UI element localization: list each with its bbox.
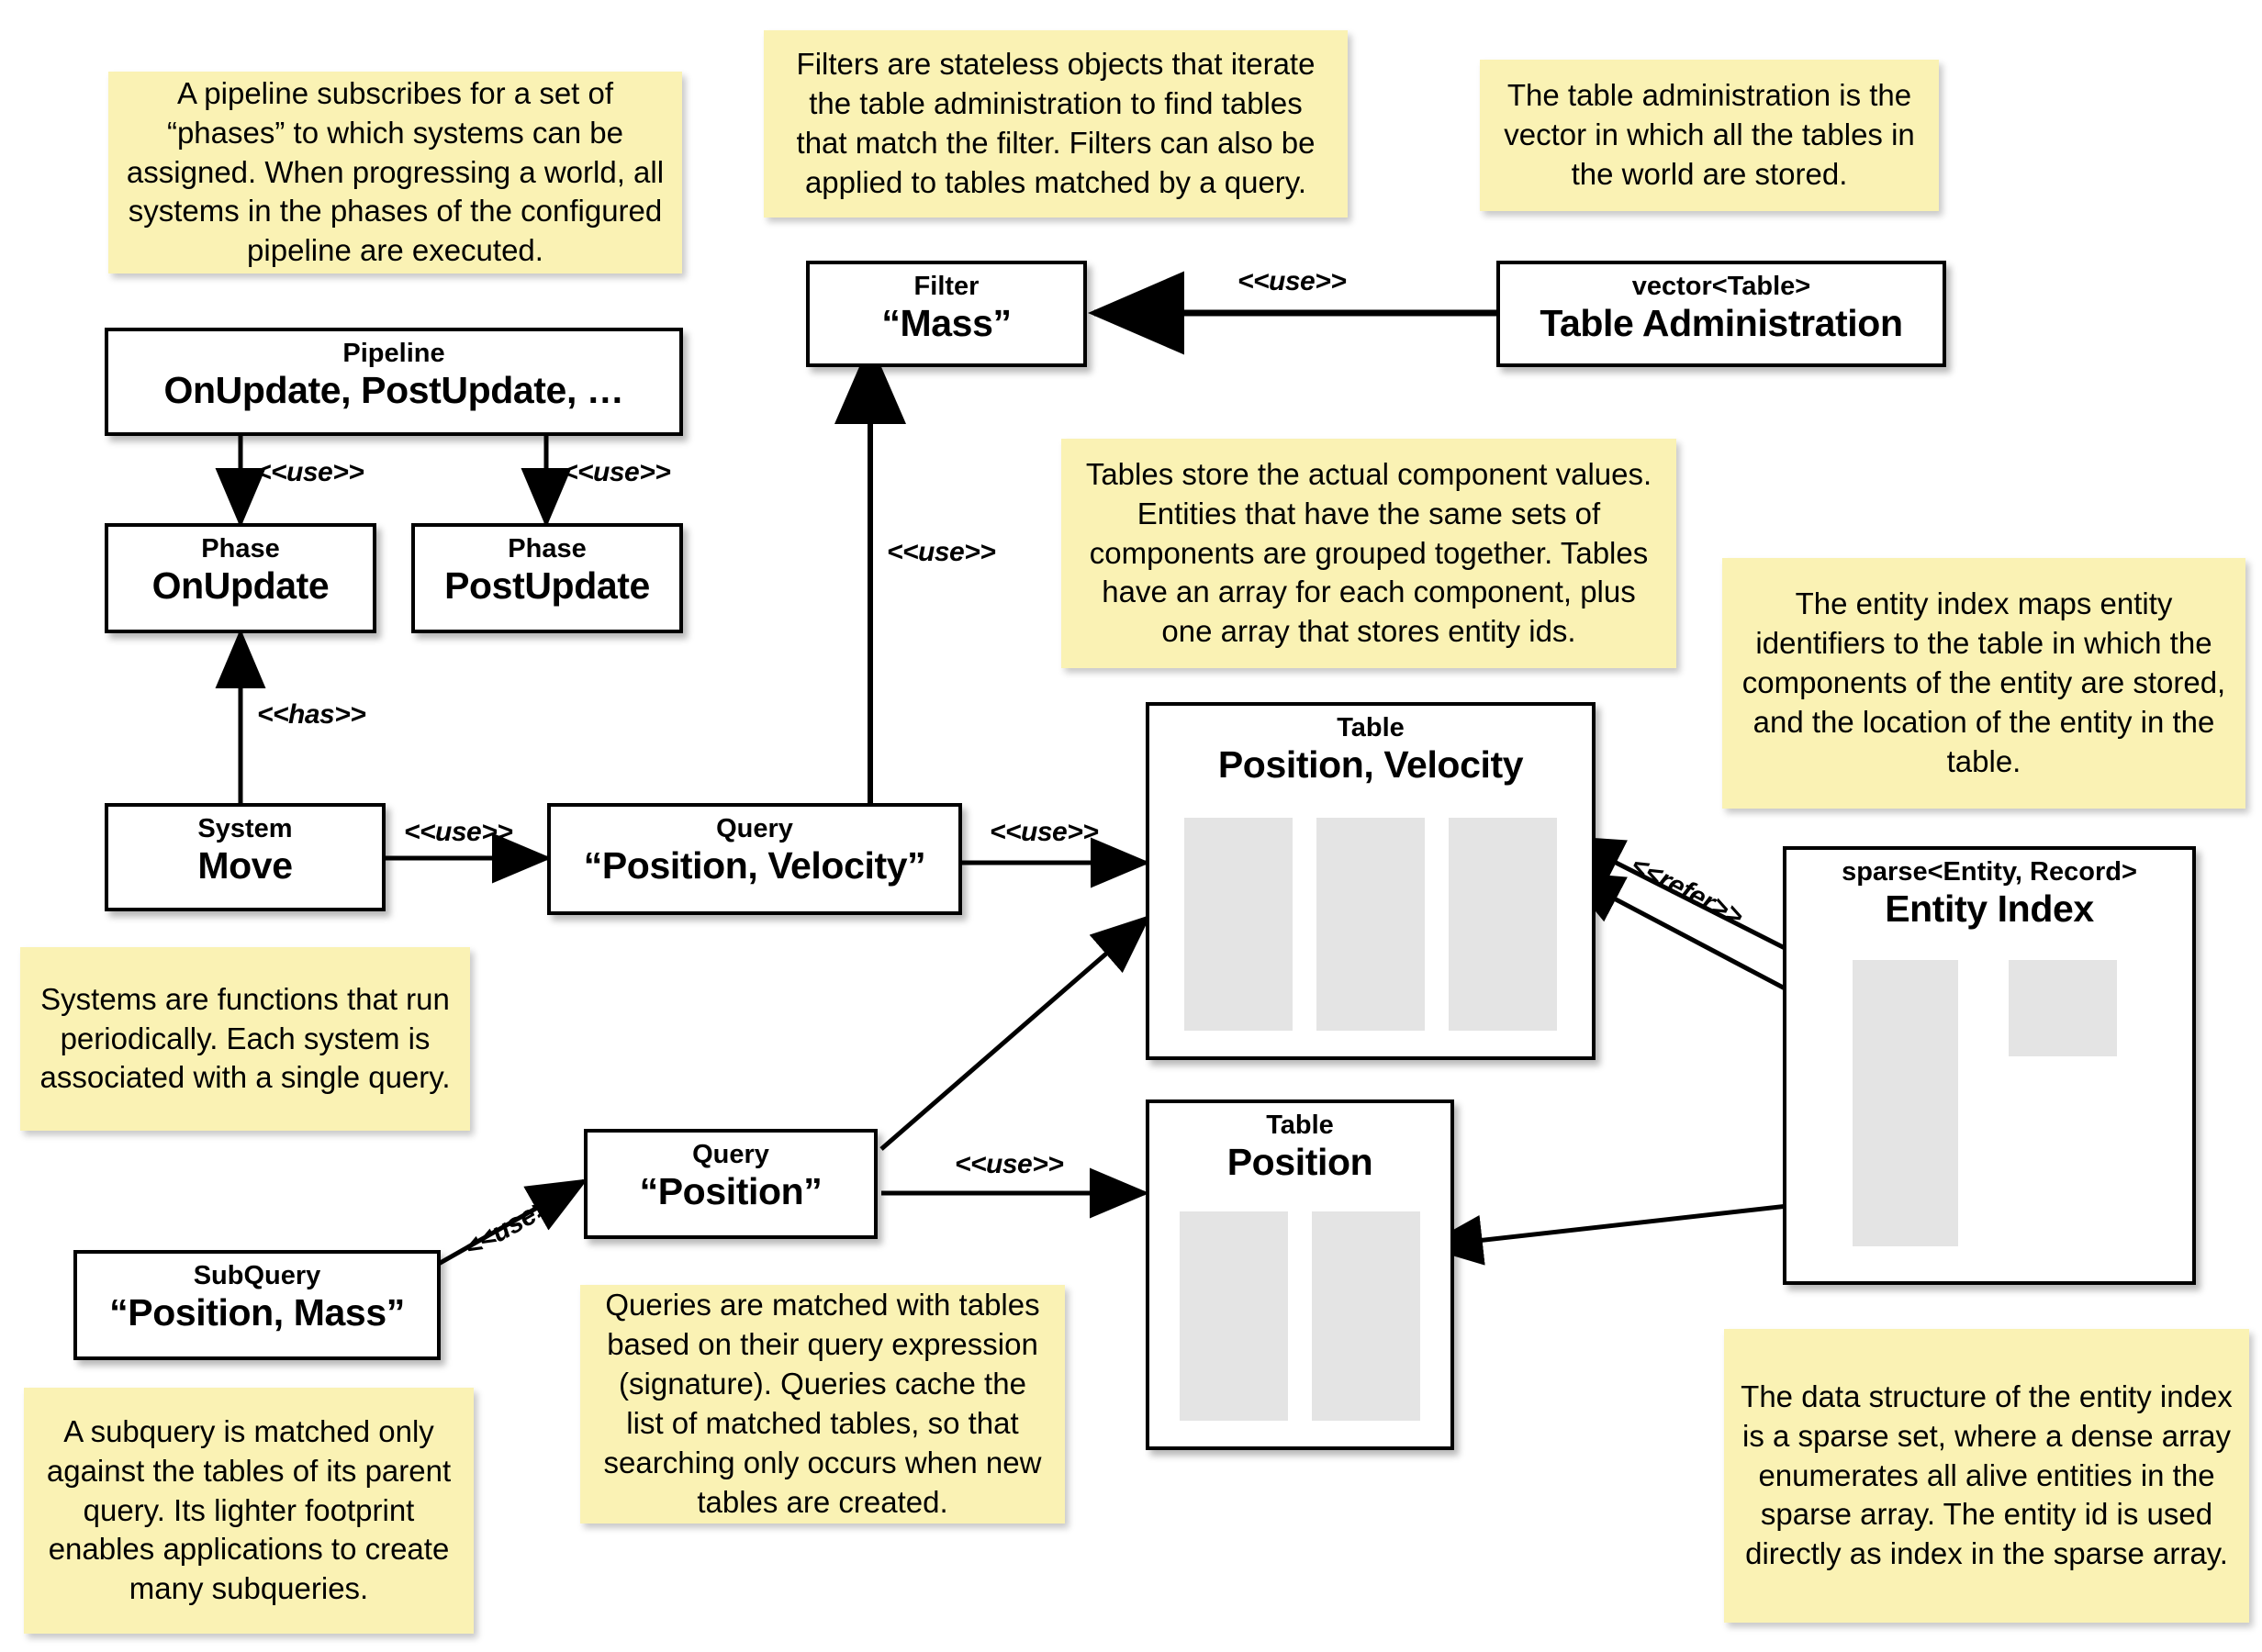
box-title: Move	[197, 844, 293, 887]
box-stereotype: Table	[1337, 713, 1405, 742]
note-text: Systems are functions that run periodica…	[39, 981, 451, 1095]
note-text: The data structure of the entity index i…	[1741, 1379, 2233, 1571]
box-system-move[interactable]: System Move	[105, 803, 386, 911]
edge-label-pipeline-postupdate: <<use>>	[562, 457, 671, 488]
box-pipeline[interactable]: Pipeline OnUpdate, PostUpdate, …	[105, 328, 683, 436]
edge-label-pipeline-onupdate: <<use>>	[255, 457, 364, 488]
edge-label-admin-use-filter: <<use>>	[1237, 266, 1347, 297]
edge-label-querypv-use-table: <<use>>	[990, 817, 1099, 848]
table-column	[1312, 1211, 1420, 1421]
edge-label-subquery-use-query: <<use>>	[459, 1185, 569, 1265]
edge-label-query-use-filter: <<use>>	[887, 537, 996, 568]
note-text: The table administration is the vector i…	[1504, 78, 1915, 191]
note-entity-index: The entity index maps entity identifiers…	[1722, 558, 2245, 809]
box-title: OnUpdate, PostUpdate, …	[163, 369, 624, 412]
edge-label-index-refer-table: <<refer>>	[1626, 850, 1748, 932]
box-stereotype: vector<Table>	[1631, 272, 1811, 301]
edge-label-text: <<use>>	[955, 1149, 1064, 1179]
note-text: The entity index maps entity identifiers…	[1741, 586, 2226, 778]
box-phase-postupdate[interactable]: Phase PostUpdate	[411, 523, 683, 633]
box-title: Entity Index	[1885, 887, 2094, 931]
box-title: Position	[1226, 1141, 1373, 1184]
dense-array-block	[2009, 960, 2117, 1056]
edge-label-text: <<use>>	[1237, 266, 1347, 296]
edge-label-system-has-phase: <<has>>	[257, 699, 366, 731]
box-table-position[interactable]: Table Position	[1146, 1099, 1454, 1450]
box-title: Table Administration	[1540, 302, 1903, 345]
table-column	[1449, 818, 1557, 1031]
box-stereotype: Table	[1266, 1111, 1334, 1140]
edge-label-text: <<use>>	[255, 457, 364, 487]
box-filter-mass[interactable]: Filter “Mass”	[806, 261, 1087, 367]
note-text: Tables store the actual component values…	[1085, 456, 1652, 649]
box-title: “Position, Mass”	[109, 1291, 405, 1334]
table-column	[1316, 818, 1425, 1031]
box-stereotype: System	[197, 814, 293, 843]
edge-label-text: <<refer>>	[1626, 850, 1748, 932]
note-sparse-set: The data structure of the entity index i…	[1724, 1329, 2249, 1623]
table-column	[1184, 818, 1293, 1031]
note-text: Queries are matched with tables based on…	[603, 1288, 1042, 1519]
box-title: Position, Velocity	[1217, 743, 1524, 787]
note-filters: Filters are stateless objects that itera…	[764, 30, 1348, 218]
note-text: A pipeline subscribes for a set of “phas…	[126, 75, 665, 268]
note-systems: Systems are functions that run periodica…	[20, 947, 470, 1131]
note-text: Filters are stateless objects that itera…	[796, 47, 1316, 199]
table-column-group	[1149, 818, 1592, 1031]
box-title: OnUpdate	[151, 564, 330, 608]
box-table-administration[interactable]: vector<Table> Table Administration	[1496, 261, 1946, 367]
box-stereotype: Pipeline	[342, 339, 445, 368]
table-column	[1180, 1211, 1288, 1421]
box-stereotype: Filter	[913, 272, 980, 301]
edge-label-text: <<use>>	[990, 817, 1099, 847]
edge-label-text: <<use>>	[562, 457, 671, 487]
note-text: A subquery is matched only against the t…	[46, 1413, 452, 1606]
note-queries: Queries are matched with tables based on…	[580, 1285, 1065, 1524]
note-table-admin: The table administration is the vector i…	[1480, 60, 1939, 211]
box-stereotype: Phase	[508, 534, 587, 564]
edge-label-text: <<use>>	[887, 537, 996, 567]
table-column-group	[1149, 1211, 1450, 1421]
box-entity-index[interactable]: sparse<Entity, Record> Entity Index	[1783, 846, 2196, 1285]
box-stereotype: Query	[716, 814, 793, 843]
box-table-position-velocity[interactable]: Table Position, Velocity	[1146, 702, 1596, 1060]
box-phase-onupdate[interactable]: Phase OnUpdate	[105, 523, 376, 633]
box-title: “Mass”	[881, 302, 1012, 345]
edge-label-text: <<use>>	[459, 1184, 569, 1264]
box-title: PostUpdate	[444, 564, 650, 608]
box-query-position-velocity[interactable]: Query “Position, Velocity”	[547, 803, 962, 915]
box-subquery-position-mass[interactable]: SubQuery “Position, Mass”	[73, 1250, 441, 1360]
box-stereotype: SubQuery	[193, 1261, 321, 1290]
edge-label-text: <<use>>	[404, 817, 513, 847]
edge-label-system-use-query: <<use>>	[404, 817, 513, 848]
edge-label-text: <<has>>	[257, 699, 366, 730]
box-stereotype: sparse<Entity, Record>	[1842, 857, 2137, 887]
box-stereotype: Phase	[201, 534, 280, 564]
note-tables: Tables store the actual component values…	[1061, 439, 1676, 668]
note-subquery: A subquery is matched only against the t…	[24, 1388, 474, 1634]
note-pipeline: A pipeline subscribes for a set of “phas…	[108, 72, 682, 273]
box-query-position[interactable]: Query “Position”	[584, 1129, 878, 1239]
sparse-array-block	[1853, 960, 1958, 1246]
box-title: “Position, Velocity”	[583, 844, 926, 887]
edge-label-queryp-use-table: <<use>>	[955, 1149, 1064, 1180]
box-stereotype: Query	[692, 1140, 769, 1169]
box-title: “Position”	[639, 1170, 823, 1213]
